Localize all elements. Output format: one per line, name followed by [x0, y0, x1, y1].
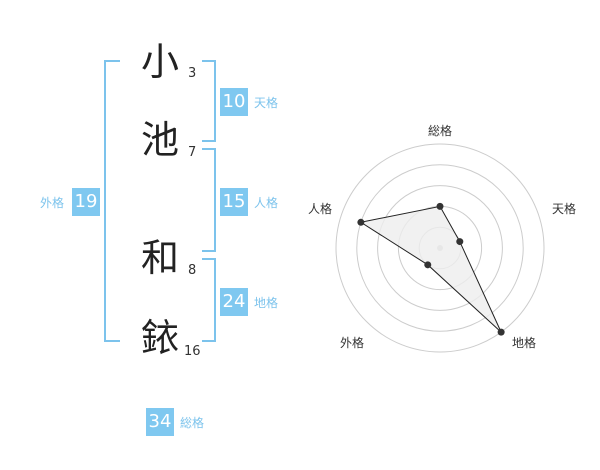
radar-point-1: [436, 202, 444, 210]
tenkaku-bracket: [202, 60, 216, 142]
radar-series-polygon: [359, 205, 502, 333]
chikaku-label: 地格: [254, 296, 279, 310]
chikaku-value-box: 24: [220, 288, 248, 316]
tenkaku-value-box: 10: [220, 88, 248, 116]
radar-axis-label-jinkaku: 人格: [308, 202, 333, 216]
stroke-count-4: 16: [184, 344, 201, 359]
name-char-1: 小: [140, 40, 179, 84]
stroke-count-2: 7: [188, 145, 197, 160]
chikaku-bracket: [202, 258, 216, 342]
name-char-2: 池: [140, 118, 179, 162]
soukaku-label: 総格: [180, 416, 205, 430]
radar-point-5: [357, 218, 365, 226]
radar-axis-label-tenkaku: 天格: [552, 202, 577, 216]
stroke-count-1: 3: [188, 66, 197, 81]
tenkaku-label: 天格: [254, 96, 279, 110]
radar-axis-label-gaikaku: 外格: [340, 336, 365, 350]
radar-axis-label-chikaku: 地格: [512, 336, 537, 350]
radar-point-3: [497, 328, 505, 336]
radar-ring: [356, 164, 524, 332]
jinkaku-bracket: [202, 148, 216, 252]
radar-ring: [335, 143, 545, 353]
soukaku-value-box: 34: [146, 408, 174, 436]
radar-ring: [377, 185, 503, 311]
jinkaku-value-box: 15: [220, 188, 248, 216]
radar-point-4: [424, 261, 432, 269]
radar-axis-label-soukaku: 総格: [428, 124, 453, 138]
name-char-3: 和: [140, 236, 179, 280]
radar-point-2: [456, 238, 464, 246]
jinkaku-label: 人格: [254, 196, 279, 210]
stroke-count-3: 8: [188, 263, 197, 278]
gaikaku-value-box: 19: [72, 188, 100, 216]
gaikaku-bracket: [104, 60, 120, 342]
name-char-4: 銥: [140, 316, 179, 360]
gaikaku-label: 外格: [40, 196, 65, 210]
